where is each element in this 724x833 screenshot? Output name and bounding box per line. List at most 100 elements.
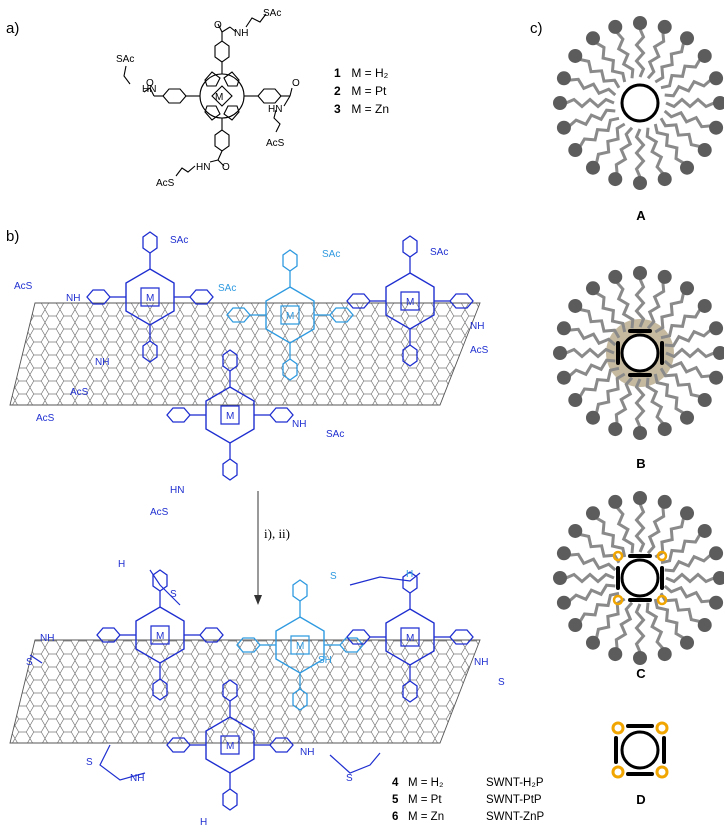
reaction-conditions: i), ii)	[264, 526, 290, 541]
amide-nh: NH	[66, 293, 80, 304]
metal-label: M	[146, 293, 154, 304]
surfactant-tail	[660, 308, 702, 340]
surfactant-head	[709, 120, 724, 135]
surfactant-tail	[660, 58, 702, 90]
sulfur-label: S	[86, 757, 93, 768]
surfactant-head	[585, 410, 600, 425]
surfactant-head	[697, 393, 712, 408]
surfactant-head	[713, 96, 724, 110]
surfactant-tail	[569, 327, 617, 347]
panel-c-label: c)	[530, 20, 543, 37]
surfactant-head	[633, 491, 647, 505]
amide-h: H	[406, 569, 413, 580]
surfactant-head	[697, 618, 712, 633]
compound-entry: 3 M = Zn	[334, 102, 390, 116]
surfactant-tail	[615, 281, 635, 329]
surfactant-head	[568, 523, 583, 538]
surfactant-head	[556, 321, 571, 336]
surfactant-tail	[665, 347, 715, 359]
amide-nh: NH	[300, 747, 314, 758]
carbonyl-o: O	[146, 78, 154, 89]
surfactant-head	[568, 48, 583, 63]
sulfur-label: S	[498, 677, 505, 688]
surfactant-tail	[615, 31, 635, 79]
thioacetate-label: SAc	[430, 247, 448, 258]
surfactant-tail	[634, 603, 646, 653]
carbonyl-o: O	[292, 78, 300, 89]
surfactant-head	[709, 546, 724, 561]
surfactant-tail	[653, 598, 685, 640]
amide-nh: NH	[470, 321, 484, 332]
surfactant-head	[680, 635, 695, 650]
surfactant-head	[680, 31, 695, 46]
surfactant-tail	[569, 77, 617, 97]
metal-label: M	[226, 411, 234, 422]
surfactant-head	[633, 651, 647, 665]
surfactant-head	[633, 176, 647, 190]
surfactant-head	[709, 321, 724, 336]
sulfur-label: S	[170, 589, 177, 600]
surfactant-tail	[565, 97, 615, 109]
thioacetate-label: AcS	[36, 413, 55, 424]
surfactant-tail	[568, 358, 616, 378]
disulfide-crosslink	[611, 765, 625, 779]
disulfide-bridge	[29, 569, 421, 781]
surfactant-tail	[634, 28, 646, 78]
amide-nh: NH	[234, 28, 248, 39]
surfactant-head	[697, 298, 712, 313]
amide-nh: NH	[292, 419, 306, 430]
carbonyl-o: O	[222, 162, 230, 173]
model-label-c: C	[636, 666, 646, 681]
carbonyl-o: O	[214, 20, 222, 31]
surfactant-head	[657, 494, 672, 509]
surfactant-head	[657, 172, 672, 187]
surfactant-head	[585, 160, 600, 175]
surfactant-tail	[653, 123, 685, 165]
surfactant-tail	[634, 128, 646, 178]
surfactant-head	[608, 172, 623, 187]
surfactant-head	[585, 281, 600, 296]
surfactant-head	[553, 96, 567, 110]
surfactant-head	[657, 422, 672, 437]
surfactant-head	[657, 647, 672, 662]
surfactant-head	[709, 595, 724, 610]
amide-hn: HN	[142, 84, 156, 95]
surfactant-head	[568, 298, 583, 313]
surfactant-tail	[595, 41, 627, 83]
metal-label: M	[226, 741, 234, 752]
metal-label: M	[296, 641, 304, 652]
surfactant-head	[657, 269, 672, 284]
surfactant-tail	[595, 372, 626, 414]
thioacetate-label: SAc	[170, 235, 188, 246]
surfactant-head	[553, 571, 567, 585]
surfactant-head	[568, 618, 583, 633]
surfactant-head	[585, 506, 600, 521]
amide-hn: HN	[268, 104, 282, 115]
model-label-d: D	[636, 792, 646, 807]
metal-label: M	[406, 297, 414, 308]
surfactant-tail	[664, 553, 712, 573]
panel-a-label: a)	[6, 20, 20, 37]
surfactant-head	[553, 346, 567, 360]
surfactant-head	[568, 143, 583, 158]
surfactant-head	[556, 120, 571, 135]
amide-h: H	[200, 817, 207, 828]
surfactant-tail	[645, 602, 665, 650]
surfactant-head	[633, 426, 647, 440]
amide-hn: HN	[196, 162, 210, 173]
surfactant-tail	[634, 278, 646, 328]
surfactant-tail	[660, 533, 702, 565]
surfactant-head	[680, 160, 695, 175]
sulfur-label: S	[346, 773, 353, 784]
disulfide-crosslink	[655, 765, 669, 779]
nanotube	[9, 302, 481, 406]
surfactant-tail	[568, 583, 616, 603]
surfactant-tail	[565, 347, 615, 359]
thioacetate-label: AcS	[70, 387, 89, 398]
nanotube-cross-section	[620, 83, 660, 123]
surfactant-head	[568, 393, 583, 408]
surfactant-tail	[578, 366, 620, 398]
